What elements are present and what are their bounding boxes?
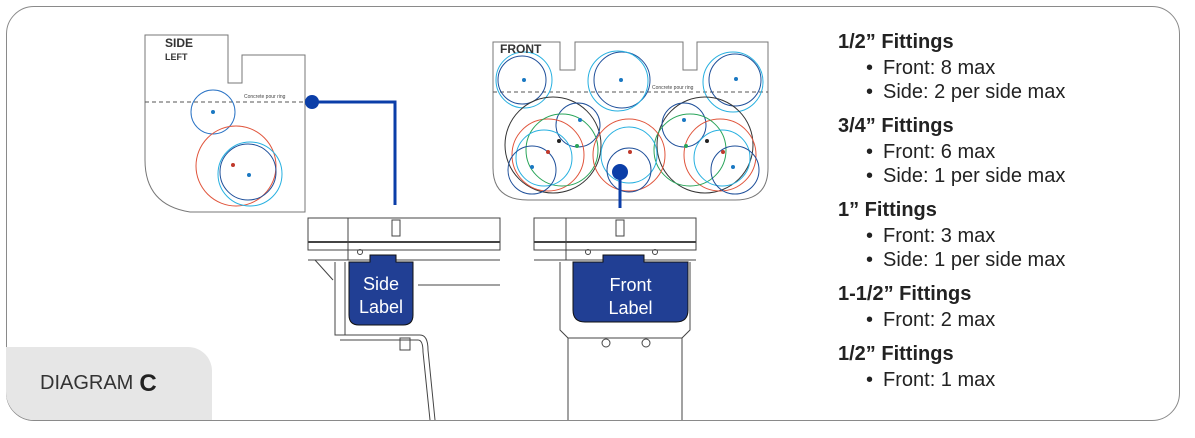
spec-item: Front: 3 max xyxy=(866,224,1065,248)
side-title: SIDE xyxy=(165,36,193,50)
diagram-frame xyxy=(6,6,1180,421)
spec-item: Side: 2 per side max xyxy=(866,80,1065,104)
side-panel xyxy=(144,34,306,213)
spec-item: Front: 8 max xyxy=(866,56,1065,80)
fitting-specs: 1/2” Fittings Front: 8 maxSide: 2 per si… xyxy=(838,30,1065,402)
spec-item: Front: 1 max xyxy=(866,368,1065,392)
spec-heading: 1-1/2” Fittings xyxy=(838,283,972,305)
front-mount-assembly xyxy=(533,217,697,420)
front-title: FRONT xyxy=(500,42,542,56)
side-label-line1: Side xyxy=(362,274,400,294)
spec-section: 3/4” Fittings Front: 6 maxSide: 1 per si… xyxy=(838,114,1065,188)
front-label-plate xyxy=(572,254,689,323)
spec-item: Front: 2 max xyxy=(866,308,1065,332)
front-label-line2: Label xyxy=(608,298,653,318)
spec-item: Side: 1 per side max xyxy=(866,248,1065,272)
spec-section: 1/2” Fittings Front: 1 max xyxy=(838,342,1065,392)
front-label-line1: Front xyxy=(609,275,652,295)
spec-heading: 1/2” Fittings xyxy=(838,343,954,365)
spec-heading: 3/4” Fittings xyxy=(838,115,954,137)
spec-section: 1” Fittings Front: 3 maxSide: 1 per side… xyxy=(838,198,1065,272)
side-connector-line xyxy=(305,95,397,205)
spec-heading: 1/2” Fittings xyxy=(838,31,954,53)
side-ring-label: Concrete pour ring xyxy=(244,94,286,100)
spec-item: Front: 6 max xyxy=(866,140,1065,164)
spec-section: 1/2” Fittings Front: 8 maxSide: 2 per si… xyxy=(838,30,1065,104)
side-label-plate xyxy=(348,254,414,326)
diagram-letter: C xyxy=(139,369,157,397)
side-mount-assembly xyxy=(307,217,501,421)
side-label-line2: Label xyxy=(358,297,404,317)
spec-section: 1-1/2” Fittings Front: 2 max xyxy=(838,282,1065,332)
spec-item: Side: 1 per side max xyxy=(866,164,1065,188)
front-panel xyxy=(492,41,769,201)
side-subtitle: LEFT xyxy=(165,52,188,62)
spec-heading: 1” Fittings xyxy=(838,199,937,221)
front-connector-line xyxy=(612,164,628,208)
front-label: Front Label xyxy=(573,274,688,320)
front-ring-label: Concrete pour ring xyxy=(652,85,694,91)
diagram-prefix: DIAGRAM xyxy=(40,372,134,394)
side-label: Side Label xyxy=(349,273,413,319)
